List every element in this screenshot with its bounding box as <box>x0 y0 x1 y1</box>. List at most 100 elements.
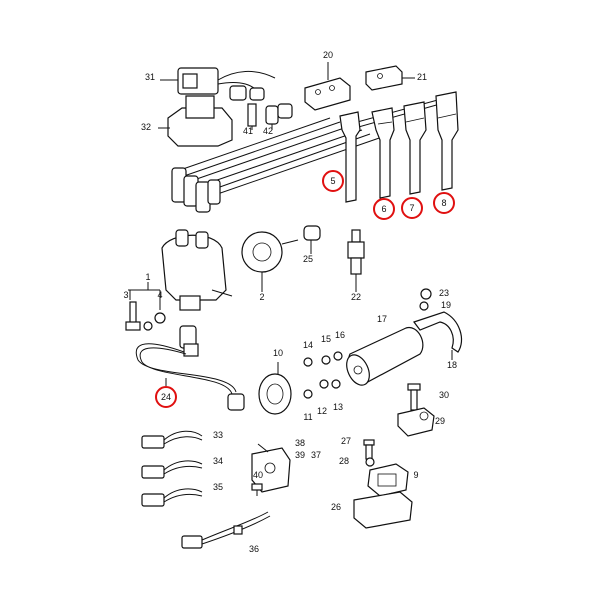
part-5-boot <box>339 111 361 203</box>
part-9-module <box>367 463 409 497</box>
callout-3: 3 <box>123 290 128 300</box>
callout-number: 18 <box>447 360 457 370</box>
part-21-connector-block <box>365 65 415 91</box>
callout-number: 20 <box>323 50 333 60</box>
callout-number: 6 <box>381 204 386 214</box>
callout-36: 36 <box>249 544 259 554</box>
callout-number: 10 <box>273 348 283 358</box>
part-41 <box>247 103 257 130</box>
highlight-ring-6 <box>373 198 395 220</box>
highlight-ring-8 <box>433 192 455 214</box>
callout-38: 38 <box>295 438 305 448</box>
callout-number: 35 <box>213 482 223 492</box>
callout-number: 42 <box>263 126 273 136</box>
callout-9: 9 <box>413 470 418 480</box>
callout-33: 33 <box>213 430 223 440</box>
part-42 <box>265 103 293 130</box>
part-25-cap <box>303 225 321 254</box>
callout-13: 13 <box>333 402 343 412</box>
callout-number: 5 <box>330 176 335 186</box>
callout-number: 3 <box>123 290 128 300</box>
callout-15: 15 <box>321 334 331 344</box>
callout-37: 37 <box>311 450 321 460</box>
part-8-boot <box>435 91 459 191</box>
part-37-assembly <box>251 443 291 493</box>
callout-number: 36 <box>249 544 259 554</box>
callout-number: 17 <box>377 314 387 324</box>
part-1-distributor <box>161 229 233 311</box>
callout-16: 16 <box>335 330 345 340</box>
part-24-sensor-cable <box>135 325 245 411</box>
callout-29: 29 <box>435 416 445 426</box>
part-19-nut <box>419 301 429 311</box>
callout-19: 19 <box>441 300 451 310</box>
part-35-jumper <box>141 488 203 507</box>
part-27-bolt <box>363 439 375 460</box>
callout-10: 10 <box>273 348 283 358</box>
callout-number: 28 <box>339 456 349 466</box>
highlight-ring-5 <box>322 170 344 192</box>
callout-40: 40 <box>253 470 263 480</box>
callout-18: 18 <box>447 360 457 370</box>
callout-1: 1 <box>145 272 150 282</box>
callout-number: 15 <box>321 334 331 344</box>
part-14-nut <box>303 357 313 367</box>
highlight-ring-7 <box>401 197 423 219</box>
callout-8: 8 <box>433 192 455 214</box>
callout-26: 26 <box>331 502 341 512</box>
callout-31: 31 <box>145 72 155 82</box>
callout-30: 30 <box>439 390 449 400</box>
ignition-lead-bundle <box>171 97 446 213</box>
callout-number: 40 <box>253 470 263 480</box>
part-34-jumper <box>141 460 203 479</box>
callout-number: 29 <box>435 416 445 426</box>
part-6-boot <box>371 107 395 199</box>
part-17-pump <box>346 326 424 386</box>
part-16-nut <box>333 351 343 361</box>
part-11-nut <box>303 389 313 399</box>
callout-number: 26 <box>331 502 341 512</box>
callout-number: 4 <box>157 290 162 300</box>
callout-42: 42 <box>263 126 273 136</box>
part-2-rotor-housing <box>241 231 299 292</box>
callout-28: 28 <box>339 456 349 466</box>
callout-number: 41 <box>243 126 253 136</box>
part-18-strap <box>413 311 463 360</box>
part-31-sensor <box>160 67 276 101</box>
callout-number: 33 <box>213 430 223 440</box>
part-4-washer <box>143 312 166 331</box>
callout-number: 16 <box>335 330 345 340</box>
part-29-knock-sensor <box>397 407 435 437</box>
part-26-plate <box>353 491 413 529</box>
part-32-bracket <box>158 95 233 147</box>
callout-number: 24 <box>161 392 171 402</box>
callout-number: 27 <box>341 436 351 446</box>
callout-20: 20 <box>323 50 333 60</box>
part-22-spark-plug <box>347 229 365 292</box>
part-10-pulley <box>258 362 292 415</box>
part-15-nut <box>321 355 331 365</box>
callout-number: 14 <box>303 340 313 350</box>
callout-number: 2 <box>259 292 264 302</box>
callout-number: 30 <box>439 390 449 400</box>
callout-11: 11 <box>303 412 312 422</box>
part-36-cable <box>181 511 271 549</box>
part-33-jumper <box>141 430 203 449</box>
callout-35: 35 <box>213 482 223 492</box>
callout-number: 19 <box>441 300 451 310</box>
part-7-boot <box>403 101 427 195</box>
callout-number: 12 <box>317 406 327 416</box>
callout-number: 13 <box>333 402 343 412</box>
part-20-connector-block <box>304 62 351 111</box>
callout-2: 2 <box>259 292 264 302</box>
part-13-nut <box>331 379 341 389</box>
callout-number: 21 <box>417 72 427 82</box>
callout-23: 23 <box>439 288 449 298</box>
callout-17: 17 <box>377 314 387 324</box>
callout-number: 9 <box>413 470 418 480</box>
callout-number: 1 <box>145 272 150 282</box>
callout-number: 8 <box>441 198 446 208</box>
